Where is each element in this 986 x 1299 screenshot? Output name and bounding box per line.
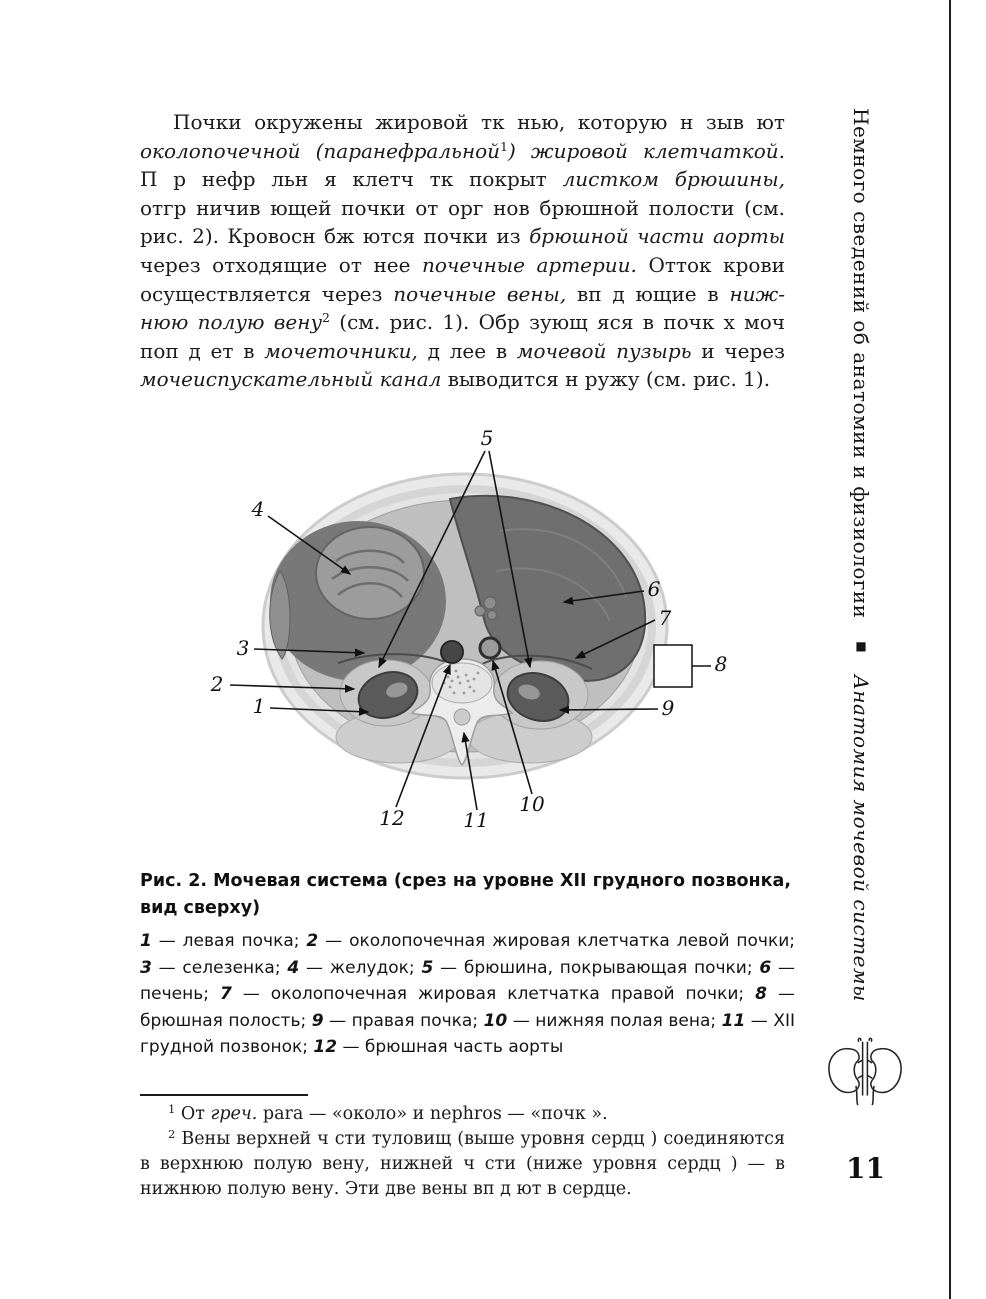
footnote-ref-2: 2	[322, 310, 330, 326]
text-line: через отходящие от нее почечные артерии.…	[140, 251, 785, 280]
text-segment: para — «около» и nephros — «почк ».	[257, 1104, 608, 1124]
intro-paragraph: Почки окружены жировой тк нью, которую н…	[140, 108, 785, 394]
text-segment: мочевой пузырь	[516, 338, 692, 363]
figure-label-1: 1	[253, 694, 266, 718]
text-segment: через отходящие от нее	[140, 252, 422, 277]
label-8-bracket	[653, 644, 693, 688]
text-segment: и через	[691, 338, 785, 363]
text-segment: отгр ничив ющей почки от орг нов брюшной…	[140, 195, 785, 220]
text-segment: рис. 2). Кровосн бж ются почки из	[140, 224, 530, 249]
text-segment: мочеточники,	[264, 338, 418, 363]
footnote-1: 1 От греч. para — «около» и nephros — «п…	[140, 1102, 785, 1127]
figure-label-6: 6	[648, 577, 661, 601]
text-segment: выводится н ружу (см. рис. 1).	[441, 367, 771, 392]
text-segment: ниж-	[729, 281, 786, 306]
legend-item: 12 — брюшная часть аорты	[313, 1037, 564, 1057]
text-segment: листком брюшины,	[562, 167, 785, 192]
legend-item: 3 — селезенка;	[140, 957, 288, 978]
figure-label-9: 9	[662, 696, 675, 720]
anatomy-cross-section-figure: 5 4 3 2 1 6 7 8 9 10 11 12	[210, 426, 728, 832]
text-line: П р нефр льн я клетч тк покрыт листком б…	[140, 165, 785, 194]
aorta-shape	[440, 640, 464, 664]
footnote-1-marker: 1	[168, 1102, 176, 1116]
legend-item: 11 — XII грудной позвонок;	[140, 1010, 795, 1058]
legend-item: 8 — брюшная полость;	[140, 984, 796, 1031]
text-segment: д лее в	[417, 338, 517, 363]
page-number: 11	[846, 1152, 885, 1185]
text-segment: Почки окружены жировой тк нью, которую н…	[173, 110, 785, 134]
text-line: Почки окружены жировой тк нью, которую н…	[140, 108, 785, 137]
text-segment: почечные вены,	[393, 281, 567, 306]
text-segment: Отток крови	[636, 252, 785, 277]
figure-label-3: 3	[237, 636, 250, 660]
legend-item: 9 — правая почка;	[311, 1010, 484, 1031]
text-segment: вп д ющие в	[566, 281, 730, 306]
legend-item: 2 — околопочечная жировая клетчатка лево…	[306, 931, 795, 951]
sidebar-running-title: Немного сведений об анатомии и физиологи…	[849, 108, 873, 1002]
peritoneum-line-left	[337, 653, 453, 666]
kidneys-icon	[828, 1037, 902, 1106]
square-separator-icon: ■	[854, 639, 868, 654]
legend-item: 4 — желудок;	[287, 957, 422, 978]
text-segment: нюю полую вену	[140, 310, 323, 335]
figure-label-5: 5	[481, 426, 494, 450]
text-line: осуществляется через почечные вены, вп д…	[140, 280, 785, 309]
footnote-2: 2 Вены верхней ч сти туловищ (выше уровн…	[140, 1127, 785, 1202]
text-segment: поп д ет в	[140, 338, 265, 363]
footnote-separator-rule	[140, 1094, 308, 1096]
figure-label-2: 2	[210, 672, 224, 696]
legend-item: 10 — нижняя полая вена;	[483, 1010, 722, 1031]
text-segment: осуществляется через	[140, 281, 394, 306]
legend-item: 7 — околопочечная жировая клетчатка прав…	[219, 984, 756, 1004]
figure-label-12: 12	[379, 806, 404, 830]
chapter-title: Немного сведений об анатомии и физиологи…	[849, 108, 873, 619]
text-segment: околопочечной (паранефральной	[140, 138, 501, 163]
footnotes: 1 От греч. para — «около» и nephros — «п…	[140, 1102, 785, 1202]
figure-label-10: 10	[519, 792, 545, 816]
text-segment: почечные артерии.	[421, 252, 637, 277]
footnote-2-marker: 2	[168, 1127, 176, 1141]
figure-caption-text: Рис. 2. Мочевая система (срез на уровне …	[140, 871, 791, 918]
spleen-shape	[269, 570, 291, 660]
footnote-ref-1: 1	[500, 138, 508, 154]
text-segment: П р нефр льн я клетч тк покрыт	[140, 167, 563, 192]
figure-label-11: 11	[463, 808, 488, 832]
text-line: мочеиспускательный канал выводится н руж…	[140, 365, 785, 394]
legend-item: 5 — брюшина, покрывающая почки;	[421, 957, 760, 978]
figure-caption: Рис. 2. Мочевая система (срез на уровне …	[140, 868, 795, 922]
text-segment: (см. рис. 1). Обр зующ яся в почк х моч	[330, 310, 785, 335]
text-line: рис. 2). Кровосн бж ются почки из брюшно…	[140, 222, 785, 251]
text-line: поп д ет в мочеточники, д лее в мочевой …	[140, 337, 785, 366]
text-segment: мочеиспускательный канал	[140, 367, 442, 392]
right-margin-rule	[949, 0, 951, 1299]
text-segment: От	[175, 1104, 211, 1124]
figure-label-8: 8	[715, 652, 728, 676]
figure-label-7: 7	[659, 606, 672, 630]
text-segment: греч.	[210, 1104, 258, 1124]
text-line: околопочечной (паранефральной1) жировой …	[140, 137, 785, 166]
stomach-shape	[315, 526, 425, 620]
text-line: нюю полую вену2 (см. рис. 1). Обр зующ я…	[140, 308, 785, 337]
text-segment: брюшной части аорты	[529, 224, 785, 249]
figure-legend: 1 — левая почка; 2 — околопочечная жиров…	[140, 928, 795, 1061]
legend-item: 1 — левая почка;	[140, 931, 307, 951]
vena-cava-shape	[478, 636, 502, 660]
figure-label-4: 4	[251, 497, 265, 521]
liver-shape	[448, 494, 647, 682]
text-segment: Вены верхней ч сти туловищ (выше уровня …	[140, 1129, 785, 1199]
text-segment: ) жировой клетчаткой.	[508, 138, 785, 163]
text-line: отгр ничив ющей почки от орг нов брюшной…	[140, 194, 785, 223]
legend-item: 6 — печень;	[140, 957, 795, 1005]
section-title: Анатомия мочевой системы	[849, 674, 873, 1002]
peritoneum-line-right	[479, 654, 593, 670]
